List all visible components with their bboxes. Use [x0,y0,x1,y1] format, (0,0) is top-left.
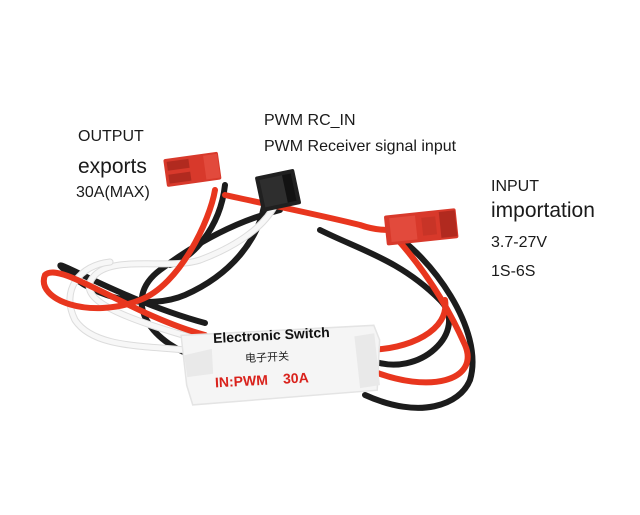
input-title: INPUT [491,178,539,195]
red-wire [367,237,471,386]
white-wire [67,259,208,355]
output-connector [163,151,222,187]
input-translation: importation [491,199,595,222]
input-voltage: 3.7-27V [491,234,548,251]
white-wire [85,201,279,344]
pwm-description: PWM Receiver signal input [264,138,457,155]
black-wire [362,229,476,411]
output-rating: 30A(MAX) [76,184,150,201]
switch-module [180,324,381,406]
black-wire [138,207,283,363]
module-spec-mode: IN:PWM [214,371,269,391]
red-wire [40,187,218,338]
input-connector [384,208,459,246]
white-wire [86,202,278,343]
pwm-connector [255,169,301,212]
output-translation: exports [78,155,147,178]
red-wire [222,192,403,233]
input-cells: 1S-6S [491,263,536,280]
module-subtitle: 电子开关 [244,350,290,366]
pwm-title: PWM RC_IN [264,112,356,129]
module-spec-current: 30A [282,369,310,387]
output-title: OUTPUT [78,128,144,145]
